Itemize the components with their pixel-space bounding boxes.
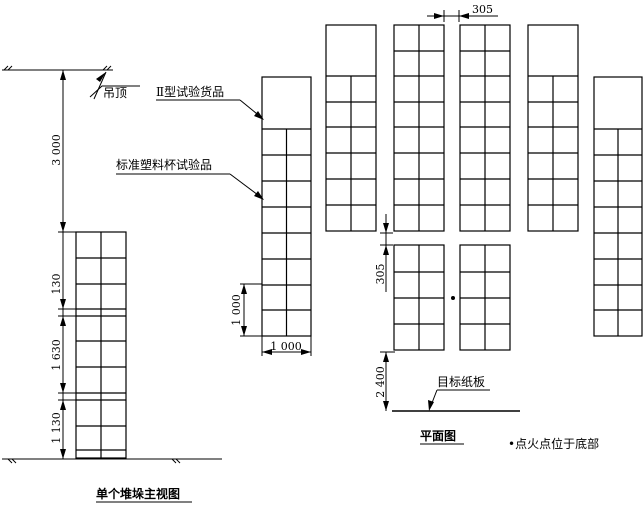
plan-block-bottom-1 [393,244,445,351]
ignition-point [451,296,455,300]
ceiling-hatch [3,65,112,71]
plan-block-bottom-2 [459,244,511,351]
front-dim-top-label: 3 000 [50,134,63,166]
plan-block-right [593,76,643,337]
plan-block-left [261,76,312,337]
plan-height-dim-label: 1 000 [230,294,243,326]
ceiling-leader [89,85,140,98]
front-dim-c-label: 1 130 [50,412,63,444]
target-leader-arrow [428,400,434,411]
callouts: Ⅱ型试验货品 标准塑料杯试验品 [116,84,264,200]
front-dim-ticks [58,231,76,401]
plan-view-title: 平面图 [420,429,456,443]
plan-blocks [261,24,643,351]
plan-top-dim [427,10,498,22]
plan-block-top-3 [459,24,511,232]
stack-front [75,231,127,459]
plan-block-top-2 [393,24,445,232]
ceiling-leader-arrow [96,72,106,82]
target-board-label: 目标纸板 [437,375,485,389]
plan-block-top-1 [325,24,377,232]
cup-callout-label: 标准塑料杯试验品 [116,157,212,172]
front-view-title: 单个堆垛主视图 [96,486,180,501]
plan-target-dim-label: 2 400 [374,366,387,398]
plan-side-dim-label: 305 [374,264,387,285]
front-dim-arrows [60,70,66,459]
plan-side-dim [380,214,393,292]
plan-view: 305 305 1 000 1 000 [230,3,643,451]
ceiling-label: 吊顶 [103,86,127,100]
front-view: 3 000 130 1 630 1 130 吊顶 单个堆垛主视图 [2,65,222,503]
front-dim-b-label: 1 630 [50,339,63,371]
plan-top-dim-label: 305 [472,3,493,16]
floor-hatch [7,458,181,464]
plan-height-dim [240,283,262,337]
front-dim-a-label: 130 [50,274,63,295]
plan-width-dim [261,336,312,356]
plan-width-dim-label: 1 000 [270,340,302,353]
type2-callout-label: Ⅱ型试验货品 [156,84,224,99]
plan-block-top-4 [527,24,579,232]
plan-target-dim [380,351,395,411]
ignition-note: •点火点位于底部 [508,436,599,451]
ceiling-leader-stem [93,71,107,100]
